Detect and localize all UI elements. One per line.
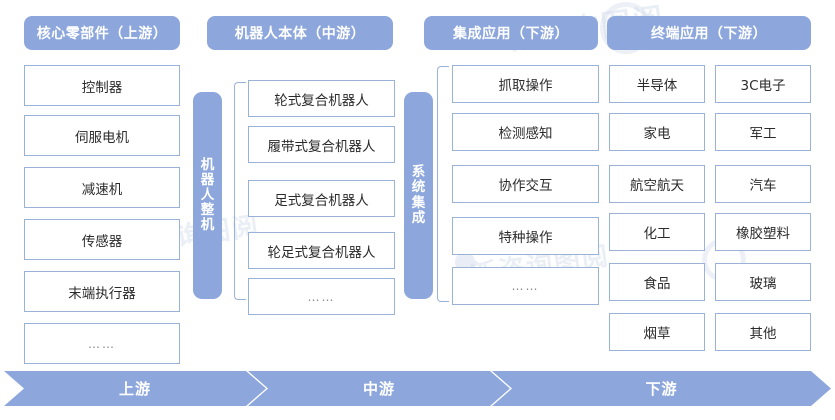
- box-end-application[interactable]: 食品: [609, 263, 705, 301]
- box-end-application[interactable]: 3C电子: [715, 65, 811, 103]
- box-end-application[interactable]: 橡胶塑料: [715, 213, 811, 251]
- vertical-label-robot-whole-machine: 机器人整机: [193, 92, 222, 299]
- box-integrated-application[interactable]: 检测感知: [452, 113, 599, 151]
- box-core-component-more[interactable]: ……: [24, 323, 180, 364]
- vertical-label-robot-whole-machine-text: 机器人整机: [200, 156, 215, 234]
- box-integrated-application[interactable]: 特种操作: [452, 217, 599, 255]
- box-core-component[interactable]: 末端执行器: [24, 271, 180, 312]
- box-core-component[interactable]: 伺服电机: [24, 115, 180, 156]
- box-end-application[interactable]: 玻璃: [715, 263, 811, 301]
- box-integrated-application[interactable]: 抓取操作: [452, 65, 599, 103]
- box-end-application[interactable]: 化工: [609, 213, 705, 251]
- vertical-label-system-integration-text: 系统集成: [411, 164, 426, 226]
- box-end-application[interactable]: 军工: [715, 113, 811, 151]
- box-robot-body-type[interactable]: 足式复合机器人: [248, 180, 395, 217]
- header-integrated-application: 集成应用（下游）: [424, 16, 598, 50]
- box-core-component[interactable]: 减速机: [24, 167, 180, 208]
- flow-segment-upstream: 上游: [4, 371, 266, 406]
- box-core-component[interactable]: 控制器: [24, 65, 180, 106]
- box-integrated-application-more[interactable]: ……: [452, 267, 599, 305]
- flow-segment-downstream: 下游: [492, 371, 831, 406]
- box-integrated-application[interactable]: 协作交互: [452, 165, 599, 203]
- box-robot-body-type[interactable]: 履带式复合机器人: [248, 126, 395, 163]
- box-end-application[interactable]: 汽车: [715, 165, 811, 203]
- header-robot-body: 机器人本体（中游）: [207, 16, 393, 50]
- flow-segment-midstream: 中游: [248, 371, 510, 406]
- box-robot-body-type[interactable]: 轮式复合机器人: [248, 80, 395, 117]
- box-end-application[interactable]: 其他: [715, 313, 811, 351]
- header-core-components: 核心零部件（上游）: [24, 16, 180, 50]
- box-robot-body-type[interactable]: 轮足式复合机器人: [248, 232, 395, 269]
- box-core-component[interactable]: 传感器: [24, 219, 180, 260]
- box-end-application[interactable]: 半导体: [609, 65, 705, 103]
- bracket-integrated-application: [437, 66, 449, 302]
- header-end-application: 终端应用（下游）: [607, 16, 811, 50]
- bracket-robot-body: [234, 82, 246, 300]
- box-end-application[interactable]: 家电: [609, 113, 705, 151]
- box-end-application[interactable]: 航空航天: [609, 165, 705, 203]
- vertical-label-system-integration: 系统集成: [404, 92, 433, 299]
- box-robot-body-type-more[interactable]: ……: [248, 278, 395, 315]
- box-end-application[interactable]: 烟草: [609, 313, 705, 351]
